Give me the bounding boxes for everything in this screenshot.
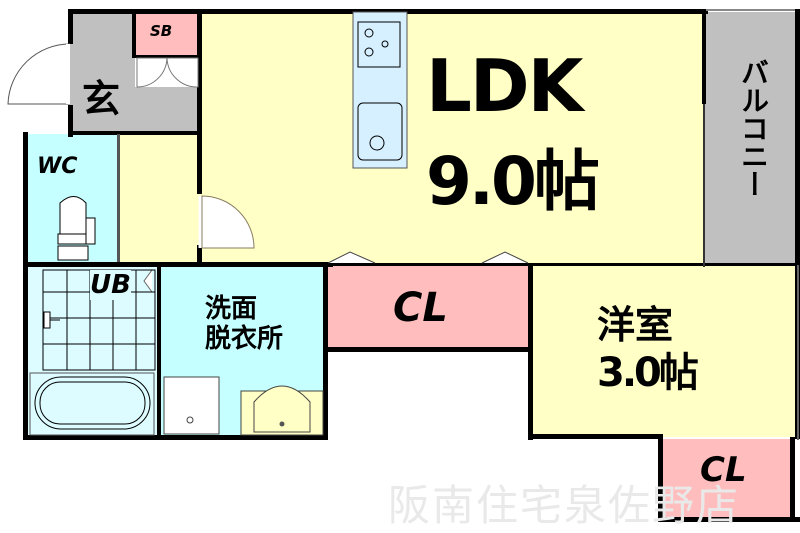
- wall: [528, 263, 533, 440]
- shoe-box-label: SB: [150, 22, 173, 40]
- washroom-label-line1: 洗面: [205, 294, 258, 324]
- watermark-text: 阪南住宅泉佐野店: [388, 481, 741, 530]
- wall: [132, 9, 136, 58]
- balcony: [705, 12, 800, 265]
- western-room: [530, 265, 800, 437]
- wall: [323, 265, 328, 440]
- wall: [117, 134, 120, 265]
- ldk-room: [200, 12, 705, 265]
- hallway: [120, 134, 200, 265]
- wall: [325, 263, 800, 266]
- wall: [23, 435, 328, 440]
- wall: [23, 262, 333, 267]
- washroom-label-line2: 脱衣所: [205, 324, 284, 354]
- closet-main: [325, 265, 530, 350]
- entrance-label: 玄: [82, 77, 121, 121]
- wall: [68, 9, 73, 44]
- western-room-size-label: 3.0帖: [597, 350, 699, 396]
- wall: [132, 55, 200, 58]
- unit-bath-label: UB: [90, 270, 131, 300]
- wall: [663, 437, 790, 439]
- wall: [68, 131, 200, 135]
- wall: [23, 132, 28, 440]
- closet-western: [660, 437, 790, 517]
- ldk-label: LDK: [426, 44, 583, 128]
- wall: [157, 265, 161, 440]
- balcony-label: バルコニー: [737, 58, 770, 198]
- wall: [702, 9, 706, 104]
- wall: [197, 9, 202, 194]
- ldk-size-label: 9.0帖: [426, 143, 600, 220]
- wall: [705, 9, 800, 11]
- wall: [797, 265, 799, 440]
- toilet-label: WC: [37, 154, 78, 179]
- closet-main-label: CL: [393, 285, 448, 331]
- wall: [658, 434, 663, 522]
- wall: [325, 347, 533, 352]
- wall: [703, 104, 705, 267]
- wall: [528, 434, 663, 439]
- closet-western-label: CL: [700, 450, 747, 490]
- western-room-label: 洋室: [597, 303, 674, 347]
- wall: [795, 9, 800, 439]
- shoe-box: [135, 12, 200, 57]
- wall: [68, 105, 73, 137]
- wall: [790, 437, 795, 522]
- wall: [658, 517, 800, 522]
- wall: [197, 245, 202, 267]
